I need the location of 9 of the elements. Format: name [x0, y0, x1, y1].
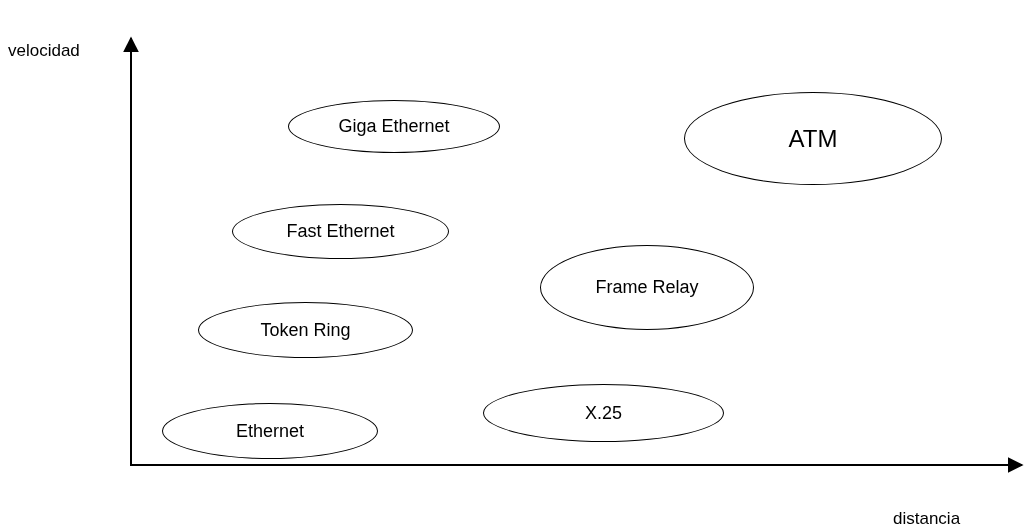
node-label: X.25 [585, 401, 622, 425]
node-label: Frame Relay [595, 276, 699, 299]
node-label: Ethernet [235, 419, 304, 443]
node-label: Token Ring [260, 318, 351, 342]
node-label: Giga Ethernet [338, 115, 450, 138]
axis-label: distancia [893, 508, 961, 528]
node-label: Fast Ethernet [286, 220, 395, 243]
node-label: ATM [788, 123, 838, 154]
axis-label: velocidad [8, 40, 80, 62]
